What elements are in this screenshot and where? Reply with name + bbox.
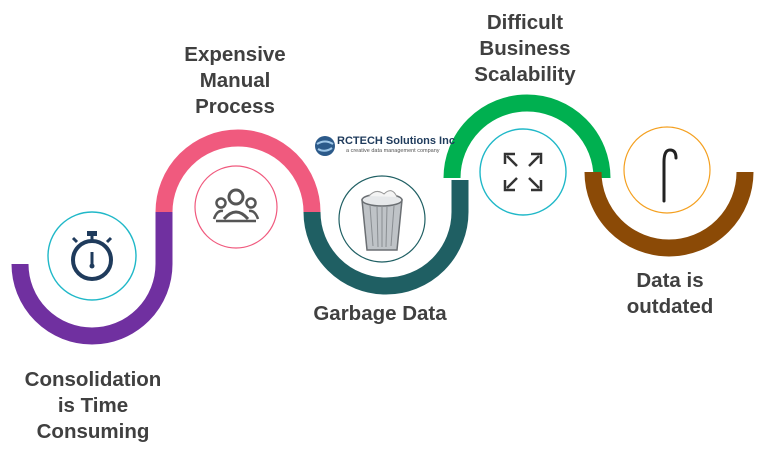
stage-label-outdated: Data is outdated [626,269,714,318]
stage-label-garbage: Garbage Data [313,302,447,325]
ribbon-segment-outdated [584,171,754,257]
expand-arrows-icon [479,128,567,216]
company-logo: RCTECH Solutions Inc a creative data man… [312,133,455,159]
ribbon-segment-expensive [155,129,321,213]
globe-logo-icon [315,136,335,156]
ribbon-segment-consolidation [11,212,173,345]
logo-name: RCTECH Solutions Inc [337,135,455,147]
trash-bin-icon [338,175,426,263]
stage-label-expensive: Expensive Manual Process [184,43,286,118]
ribbon-segment-garbage [303,180,469,295]
stopwatch-icon [47,211,137,301]
stage-label-consolidation: Consolidation is Time Consuming [24,368,162,443]
cane-icon [623,126,711,214]
logo-tagline: a creative data management company [346,148,440,154]
ribbon-segment-scalability [443,94,611,179]
people-group-icon [194,165,278,249]
stage-label-scalability: Difficult Business Scalability [474,11,576,86]
